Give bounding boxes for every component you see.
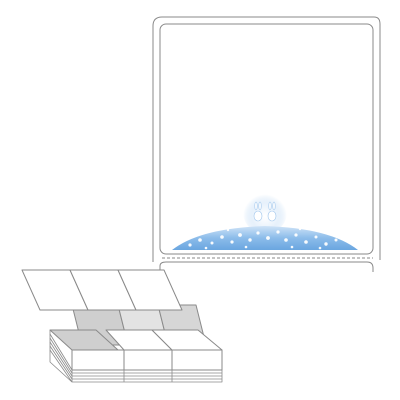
stack-front-label-3: [171, 349, 223, 371]
label-face: [159, 23, 374, 255]
rabbits-on-meadow-logo: [172, 190, 358, 250]
stack-front-label-1: [71, 349, 125, 371]
label-sheet-preview: [152, 16, 381, 345]
fanfold-label-stack-icon: [21, 269, 223, 383]
stack-layers: [49, 330, 223, 383]
stack-front-label-2: [123, 349, 173, 371]
liner-outline: [152, 16, 381, 260]
top-label-3: [117, 269, 183, 311]
rabbit-icon: [253, 201, 277, 222]
next-label-edge: [159, 261, 374, 272]
